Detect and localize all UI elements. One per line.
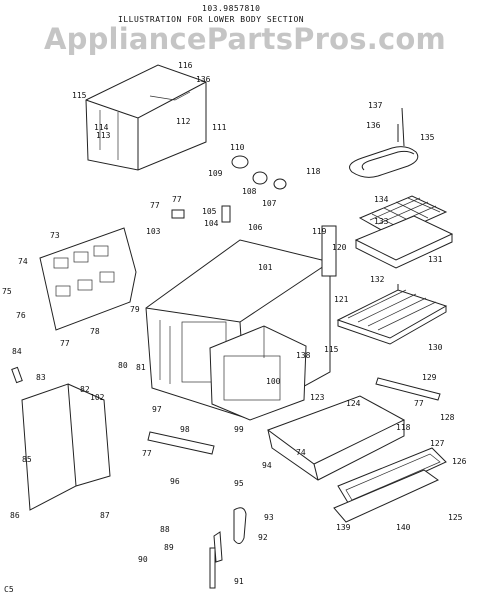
- callout-123: 123: [310, 393, 325, 402]
- callout-90: 90: [138, 555, 148, 564]
- callout-118: 118: [396, 423, 411, 432]
- callout-77: 77: [150, 201, 160, 210]
- callout-78: 78: [90, 327, 100, 336]
- callout-73: 73: [50, 231, 60, 240]
- callout-101: 101: [258, 263, 273, 272]
- callout-129: 129: [422, 373, 437, 382]
- callout-140: 140: [396, 523, 411, 532]
- callout-74: 74: [296, 448, 306, 457]
- callout-94: 94: [262, 461, 272, 470]
- callout-109: 109: [208, 169, 223, 178]
- oven-door-panel: [21, 383, 111, 511]
- upper-housing-box: [85, 64, 207, 171]
- door-trim-clip: [11, 366, 23, 384]
- callout-114: 114: [94, 123, 109, 132]
- callout-80: 80: [118, 361, 128, 370]
- callout-76: 76: [16, 311, 26, 320]
- side-trim-strip: [375, 377, 441, 401]
- callout-85: 85: [22, 455, 32, 464]
- drawer-front-panel: [337, 447, 447, 507]
- callout-87: 87: [100, 511, 110, 520]
- callout-77: 77: [60, 339, 70, 348]
- callout-82: 82: [80, 385, 90, 394]
- broiler-pan: [354, 215, 454, 269]
- callout-84: 84: [12, 347, 22, 356]
- callout-105: 105: [202, 207, 217, 216]
- callout-92: 92: [258, 533, 268, 542]
- callout-107: 107: [262, 199, 277, 208]
- callout-99: 99: [234, 425, 244, 434]
- callout-136: 136: [196, 75, 211, 84]
- callout-111: 111: [212, 123, 227, 132]
- callout-139: 139: [336, 523, 351, 532]
- callout-112: 112: [176, 117, 191, 126]
- callout-127: 127: [430, 439, 445, 448]
- left-side-panel: [39, 227, 137, 331]
- callout-97: 97: [152, 405, 162, 414]
- callout-98: 98: [180, 425, 190, 434]
- callout-86: 86: [10, 511, 20, 520]
- callout-74: 74: [18, 257, 28, 266]
- callout-77: 77: [142, 449, 152, 458]
- callout-89: 89: [164, 543, 174, 552]
- callout-91: 91: [234, 577, 244, 586]
- watermark: AppliancePartsPros.com: [44, 22, 446, 56]
- door-hinge-assembly: [209, 507, 247, 589]
- oven-rack: [336, 284, 448, 345]
- oven-liner: [209, 325, 307, 421]
- callout-115: 115: [72, 91, 87, 100]
- callout-106: 106: [248, 223, 263, 232]
- callout-128: 128: [440, 413, 455, 422]
- callout-132: 132: [370, 275, 385, 284]
- part-number-callouts: 1161361151141131121111101091081071181371…: [2, 61, 467, 586]
- callout-75: 75: [2, 287, 12, 296]
- callout-116: 116: [178, 61, 193, 70]
- callout-125: 125: [448, 513, 463, 522]
- callout-79: 79: [130, 305, 140, 314]
- callout-137: 137: [368, 101, 383, 110]
- broil-element: [349, 107, 419, 178]
- callout-110: 110: [230, 143, 245, 152]
- callout-115: 115: [324, 345, 339, 354]
- callout-126: 126: [452, 457, 467, 466]
- callout-136: 136: [366, 121, 381, 130]
- callout-102: 102: [90, 393, 105, 402]
- callout-100: 100: [266, 377, 281, 386]
- callout-113: 113: [96, 131, 111, 140]
- callout-130: 130: [428, 343, 443, 352]
- drawer-rail: [333, 469, 439, 523]
- callout-104: 104: [204, 219, 219, 228]
- diagram-code: C5: [4, 585, 14, 594]
- callout-131: 131: [428, 255, 443, 264]
- callout-118: 118: [306, 167, 321, 176]
- model-number: 103.9857810: [202, 4, 261, 13]
- callout-138: 138: [296, 351, 311, 360]
- callout-108: 108: [242, 187, 257, 196]
- callout-120: 120: [332, 243, 347, 252]
- front-bracket: [147, 431, 215, 455]
- callout-77: 77: [172, 195, 182, 204]
- callout-135: 135: [420, 133, 435, 142]
- diagram-subtitle: ILLUSTRATION FOR LOWER BODY SECTION: [118, 15, 305, 24]
- callout-77: 77: [414, 399, 424, 408]
- callout-103: 103: [146, 227, 161, 236]
- callout-124: 124: [346, 399, 361, 408]
- ignition-parts: [171, 155, 287, 223]
- callout-81: 81: [136, 363, 146, 372]
- callout-119: 119: [312, 227, 327, 236]
- vertical-bracket: [321, 225, 337, 277]
- callout-121: 121: [334, 295, 349, 304]
- callout-96: 96: [170, 477, 180, 486]
- storage-drawer: [266, 395, 406, 481]
- callout-133: 133: [374, 217, 389, 226]
- callout-83: 83: [36, 373, 46, 382]
- callout-93: 93: [264, 513, 274, 522]
- callout-134: 134: [374, 195, 389, 204]
- callout-95: 95: [234, 479, 244, 488]
- callout-88: 88: [160, 525, 170, 534]
